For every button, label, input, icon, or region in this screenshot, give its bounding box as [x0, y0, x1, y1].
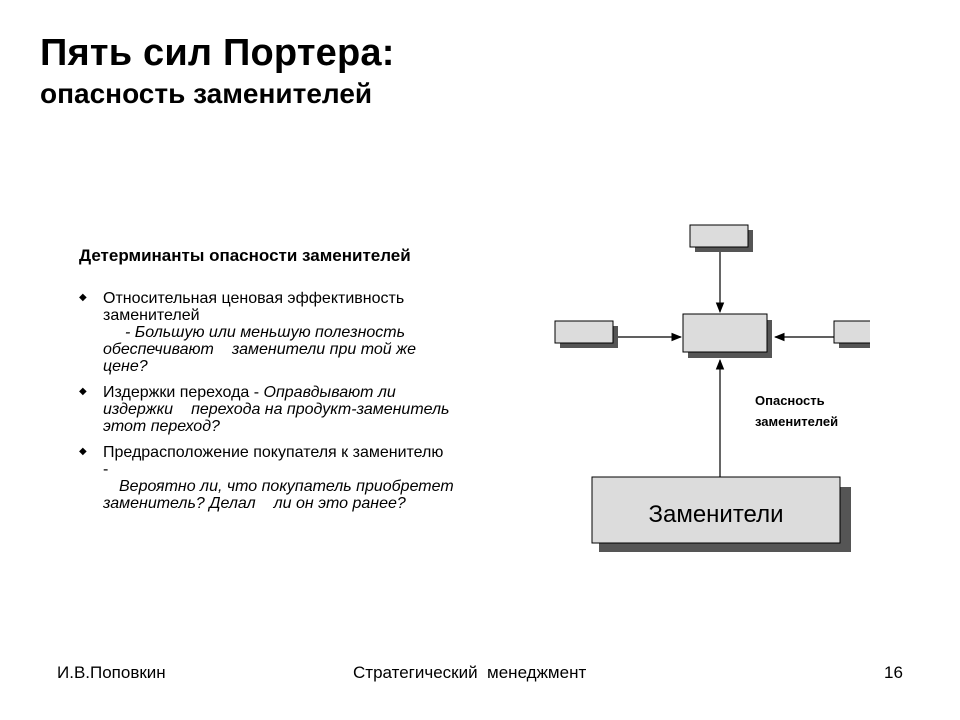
footer-author: И.В.Поповкин: [57, 663, 166, 682]
bullet-italic-text: издержки: [103, 401, 174, 418]
bullet-item-price-efficiency: ◆ Относительная ценовая эффективность за…: [79, 290, 519, 375]
bullet-diamond-icon: ◆: [79, 292, 87, 303]
bullet-italic-text: заменители при той же: [231, 341, 416, 358]
bullet-text: Издержки перехода -: [103, 384, 264, 401]
bullet-italic-text: Вероятно ли, что покупатель приобретет: [119, 478, 454, 495]
bullet-text: Относительная ценовая эффективность: [103, 290, 405, 307]
bullet-italic-text: обеспечивают: [103, 341, 214, 358]
threat-label-line: заменителей: [755, 414, 839, 429]
bullet-item-buyer-propensity: ◆ Предрасположение покупателя к замените…: [79, 444, 519, 512]
center-rivalry-box: [682, 313, 768, 353]
threat-label: Опасность заменителей: [755, 390, 838, 432]
bullet-diamond-icon: ◆: [79, 386, 87, 397]
section-heading: Детерминанты опасности заменителей: [79, 246, 411, 265]
page-title: Пять сил Портера:: [40, 32, 395, 74]
bullet-item-switching-costs: ◆ Издержки перехода - Оправдывают ли изд…: [79, 384, 519, 435]
bullet-italic-text: заменитель? Делал: [103, 495, 256, 512]
bullet-text: заменителей: [103, 307, 200, 324]
page-subtitle: опасность заменителей: [40, 78, 373, 109]
threat-label-line: Опасность: [755, 393, 825, 408]
substitutes-label: Заменители: [648, 501, 783, 528]
bullet-italic-text: Оправдывают ли: [263, 384, 396, 401]
footer-course: Стратегический менеджмент: [353, 663, 587, 682]
bullet-text: Предрасположение покупателя к заменителю: [103, 444, 444, 461]
bullet-italic-text: этот переход?: [103, 418, 220, 435]
bullet-diamond-icon: ◆: [79, 446, 87, 457]
bullet-italic-text: ли он это ранее?: [273, 495, 406, 512]
bullet-italic-text: цене?: [103, 358, 148, 375]
top-force-box: [689, 224, 749, 248]
five-forces-diagram: Заменители: [554, 224, 870, 552]
substitutes-box: [591, 476, 841, 544]
footer-page-number: 16: [884, 663, 903, 682]
bullet-list: ◆ Относительная ценовая эффективность за…: [79, 290, 519, 521]
bullet-italic-text: перехода на продукт-заменитель: [191, 401, 450, 418]
bullet-italic-text: - Большую или меньшую полезность: [125, 324, 406, 341]
bullet-text: -: [103, 461, 109, 478]
left-force-box: [554, 320, 614, 344]
right-force-box: [833, 320, 870, 344]
